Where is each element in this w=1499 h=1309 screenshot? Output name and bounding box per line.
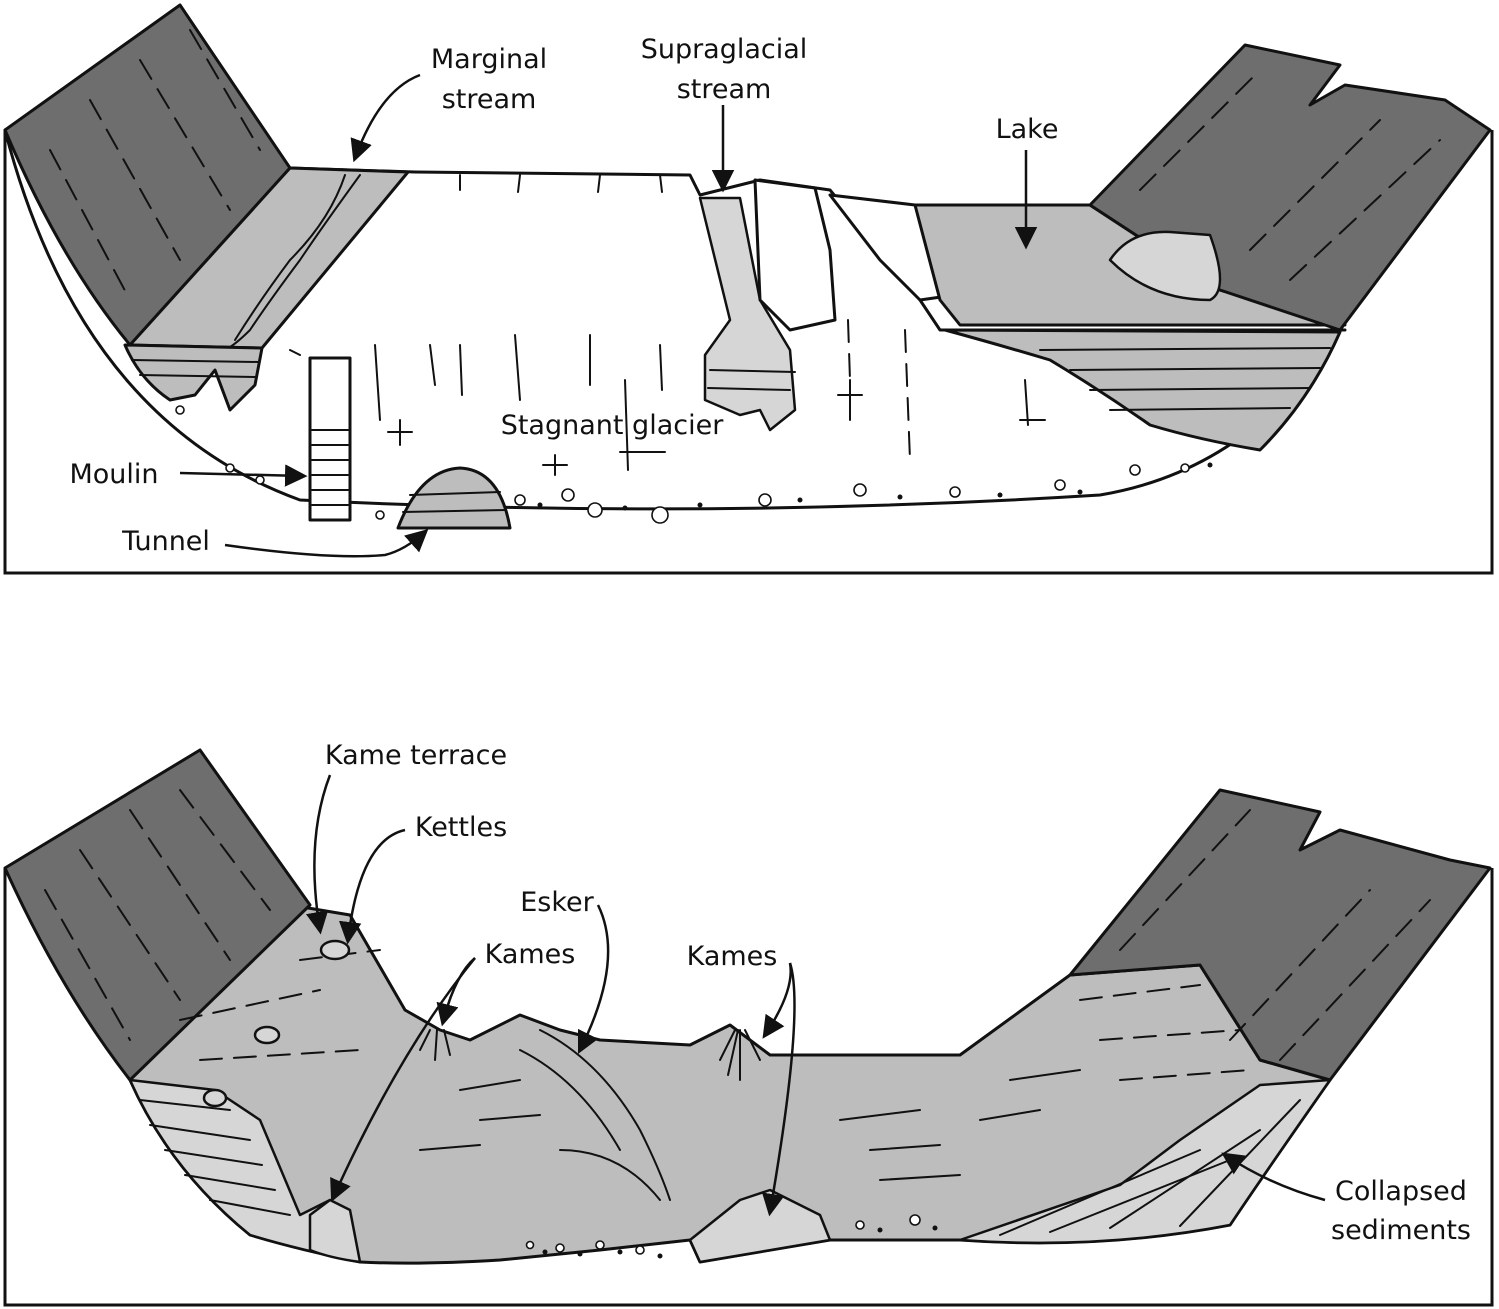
kame-terrace-label: Kame terrace: [325, 740, 507, 771]
tunnel-label: Tunnel: [121, 526, 210, 557]
collapsed-sediments-label-line1: Collapsed: [1335, 1176, 1467, 1207]
marginal-stream-arrow: [350, 73, 421, 163]
moulin-shaft: [308, 356, 352, 522]
supraglacial-stream-label-line2: stream: [677, 74, 772, 105]
kames-left-arrow-2: [330, 957, 476, 1203]
moulin-label: Moulin: [69, 459, 158, 490]
bottom-frame: [3, 868, 1494, 1307]
marginal-stream-label-line1: Marginal: [431, 44, 547, 75]
bottom-block-diagram: Kame terrace Kettles Esker Kames Kames C…: [3, 740, 1494, 1307]
kames-left-arrow-1: [436, 957, 476, 1027]
top-frame: [3, 130, 1494, 575]
ice-block-right: [753, 178, 837, 332]
kettles-label: Kettles: [415, 812, 507, 843]
esker-label: Esker: [520, 887, 594, 918]
kettles-arrow: [338, 828, 406, 945]
supraglacial-stream-label-line1: Supraglacial: [641, 34, 808, 65]
tunnel-arrow: [224, 528, 429, 558]
lake-delta-fan: [1108, 230, 1222, 302]
kettle-2: [253, 1025, 281, 1045]
collapsed-sediments-arrow: [1221, 1152, 1326, 1202]
kame-section-middle: [688, 1188, 832, 1264]
kettle-3: [202, 1088, 228, 1108]
esker-arrow: [577, 904, 610, 1055]
kame-section-left: [308, 1198, 362, 1264]
stagnant-glacier-label: Stagnant glacier: [501, 410, 724, 441]
moulin-arrow: [179, 464, 308, 487]
kame-terrace-arrow: [305, 774, 332, 935]
kettle-1: [319, 939, 351, 961]
collapsed-sediments-label-line2: sediments: [1331, 1215, 1471, 1246]
basal-pebbles-bottom: [525, 1214, 938, 1259]
kames-right-label: Kames: [687, 941, 778, 972]
collapsed-sediments-section: [958, 1078, 1332, 1245]
lake-label: Lake: [996, 114, 1059, 145]
kames-right-arrow-1: [762, 962, 792, 1039]
kames-right-arrow-2: [761, 962, 796, 1217]
kames-left-label: Kames: [485, 939, 576, 970]
marginal-stream-label-line2: stream: [442, 84, 537, 115]
tunnel-deposit: [396, 466, 512, 530]
top-block-diagram: Marginal stream Supraglacial stream Lake…: [3, 3, 1494, 575]
ice-calving-block: [828, 193, 957, 302]
basal-till-pebbles: [175, 405, 1213, 524]
